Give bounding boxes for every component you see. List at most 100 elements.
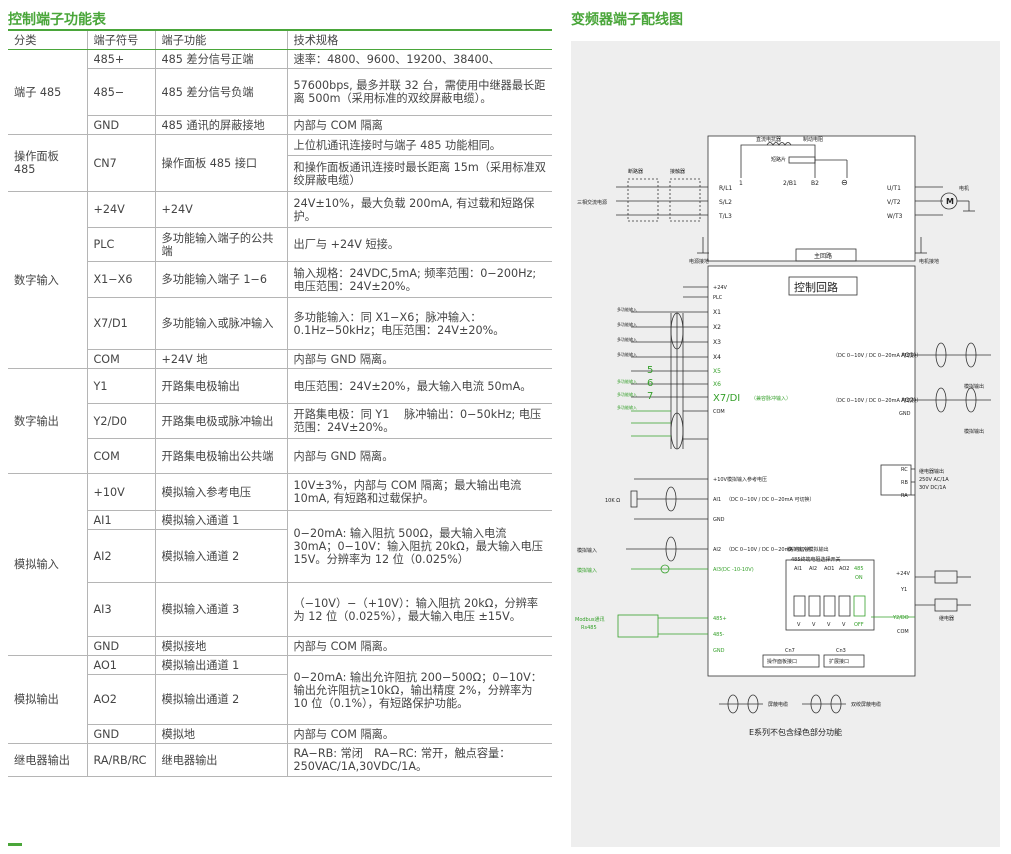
header-function: 端子功能 [154,29,287,50]
table-row: Y2/D0 开路集电极或脉冲输出 开路集电极：同 Y1 脉冲输出：0−50kHz… [8,403,552,439]
mf-input-4: 多功能输入 [617,351,637,357]
terminal-gnd-ao: GND [899,411,911,417]
switch-label-ai2: AI2 [809,566,817,572]
terminal-negative: ⊖ [841,178,848,187]
spec-cell: 上位机通讯连接时与端子 485 功能相同。 [286,134,552,156]
control-circuit-box [707,265,916,677]
terminal-x6: X6 [713,381,721,388]
symbol-cell: 485− [86,68,155,116]
spec-cell: 内部与 COM 隔离 [286,115,552,135]
modbus-label: Modbus通讯 [575,616,605,623]
table-header-row: 分类 端子符号 端子功能 技术规格 [8,29,552,50]
footer-accent-bar [8,843,22,846]
switch-v-4: V [842,622,846,628]
symbol-cell: Y2/D0 [86,403,155,439]
table-row: 操作面板 485 CN7 操作面板 485 接口 上位机通讯连接时与端子 485… [8,134,552,192]
brake-resistor-label: 制动电阻 [803,136,823,143]
mf-input-7: 多功能输入 [617,404,637,410]
green-number-5: 5 [647,365,653,376]
terminal-com: COM [713,409,725,415]
control-circuit-label-box [788,276,858,296]
symbol-cell: AI3 [86,582,155,637]
function-cell: 开路集电极或脉冲输出 [154,403,287,439]
switch-off-label: OFF [854,622,864,628]
table-row: X1−X6 多功能输入端子 1−6 输入规格：24VDC,5mA; 频率范围：0… [8,261,552,298]
terminal-gnd-ai: GND [713,517,725,523]
spec-cell: 57600bps, 最多并联 32 台，需使用中继器最长距离 500m（采用标准… [286,68,552,116]
x7-note: （兼容脉冲输入） [751,395,791,402]
contactor-label: 接触器 [670,168,685,175]
function-cell: 开路集电极输出公共端 [154,438,287,474]
wiring-diagram-panel: 断路器 接触器 三相交流电源 直流电抗器 制动电阻 短路片 R/L1 S/L2 … [571,41,1000,847]
spec-cell: 0−20mA: 输入阻抗 500Ω，最大输入电流 30mA；0−10V：输入阻抗… [286,510,552,583]
category-cell: 继电器输出 [8,743,87,777]
function-cell: 模拟输入通道 1 [154,510,287,530]
table-row: GND 模拟接地 内部与 COM 隔离。 [8,636,552,656]
terminal-y1: Y1 [900,587,907,593]
motor-ground-label: 电机接地 [919,258,939,265]
switch-label-ao1: AO1 [824,566,834,572]
twisted-cable-legend: 双绞屏蔽电缆 [851,701,881,708]
spec-cell: 多功能输入：同 X1−X6；脉冲输入：0.1Hz−50kHz；电压范围：24V±… [286,297,552,350]
mf-input-2: 多功能输入 [617,321,637,327]
short-piece-label: 短路片 [771,156,786,163]
terminal-ra: RA [901,493,908,499]
function-cell: 开路集电极输出 [154,368,287,404]
symbol-cell: GND [86,636,155,656]
analog-out-label-2: 模拟输出 [964,428,984,435]
table-row: AI3 模拟输入通道 3 （−10V）−（+10V）：输入阻抗 20kΩ，分辨率… [8,582,552,637]
function-cell: 操作面板 485 接口 [154,134,287,192]
switch-title: 模拟输入/模拟输出 [787,546,829,553]
diagram-note: E系列不包含绿色部分功能 [749,727,842,737]
motor-label: 电机 [959,185,969,192]
symbol-cell: COM [86,349,155,369]
symbol-cell: AI2 [86,529,155,583]
symbol-cell: RA/RB/RC [86,743,155,777]
table-row: COM +24V 地 内部与 GND 隔离。 [8,349,552,369]
function-cell: 模拟输入参考电压 [154,473,287,511]
table-row: AI1 模拟输入通道 1 0−20mA: 输入阻抗 500Ω，最大输入电流 30… [8,510,552,583]
terminal-spec-table: 分类 端子符号 端子功能 技术规格 端子 485 485+ 485 差分信号正端… [8,29,552,777]
switch-v-1: V [797,622,801,628]
table-row: GND 模拟地 内部与 COM 隔离。 [8,724,552,744]
symbol-cell: GND [86,724,155,744]
dc-reactor-label: 直流电抗器 [756,136,781,143]
terminal-v: V/T2 [887,199,901,206]
symbol-cell: +10V [86,473,155,511]
terminal-com-right: COM [897,629,909,635]
function-cell: 485 差分信号负端 [154,68,287,116]
terminal-r: R/L1 [719,185,733,192]
switch-v-3: V [827,622,831,628]
terminal-x5: X5 [713,368,721,375]
spec-cell: 0−20mA: 输出允许阻抗 200−500Ω；0−10V：输出允许阻抗≥10k… [286,655,552,725]
table-row: 模拟输入 +10V 模拟输入参考电压 10V±3%，内部与 COM 隔离；最大输… [8,473,552,656]
switch-label-ai1: AI1 [794,566,802,572]
switch-on-label: ON [855,575,863,581]
shield-cable-legend: 屏蔽电缆 [768,701,788,708]
terminal-24v: +24V [713,285,728,291]
terminal-t: T/L3 [718,213,732,220]
symbol-cell: X7/D1 [86,297,155,350]
table-row: COM 开路集电极输出公共端 内部与 GND 隔离。 [8,438,552,474]
mf-input-5: 多功能输入 [617,378,637,384]
terminal-ao2: AO2 [901,397,914,404]
spec-cell: 开路集电极：同 Y1 脉冲输出：0−50kHz; 电压范围：24V±20%。 [286,403,552,439]
pot-label: 10K Ω [605,498,620,504]
mf-input-3: 多功能输入 [617,336,637,342]
terminal-x7: X7/DI [713,393,740,404]
ai3-label: AI3(DC -10-10V) [713,567,754,573]
spec-cell: 24V±10%，最大负载 200mA, 有过载和短路保护。 [286,191,552,228]
terminal-ai1: AI1 [713,497,721,503]
switch-label-485: 485 [854,566,864,572]
relay-rating-2: 30V DC/1A [919,485,947,491]
spec-cell: 电压范围：24V±20%，最大输入电流 50mA。 [286,368,552,404]
terminal-x3: X3 [713,339,721,346]
terminal-plc: PLC [713,295,723,301]
symbol-cell: Y1 [86,368,155,404]
green-number-6: 6 [647,378,653,389]
table-row: 485− 485 差分信号负端 57600bps, 最多并联 32 台，需使用中… [8,68,552,116]
ai2-range: （DC 0−10V / DC 0−20mA 可切换） [726,546,815,553]
terminal-x4: X4 [713,354,721,361]
switch-subtitle: 485终端电阻选择开关 [791,556,841,563]
relay-rating-1: 250V AC/1A [919,477,949,483]
